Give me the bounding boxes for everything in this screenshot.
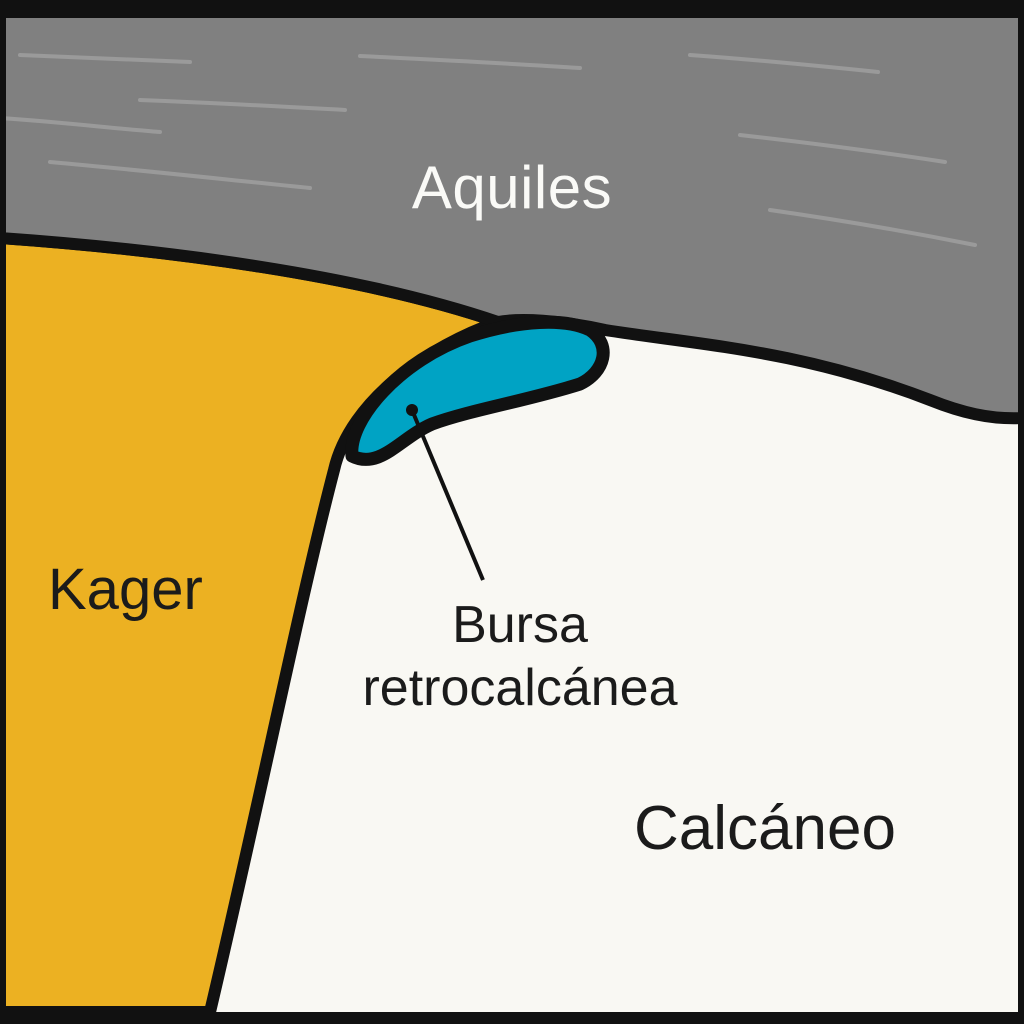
bursa-label: Bursa retrocalcánea: [290, 594, 750, 721]
tendon-fiber: [768, 208, 977, 247]
tendon-fiber: [138, 98, 347, 112]
tendon-fiber: [358, 54, 582, 70]
retrocalcaneal-bursa: [345, 315, 610, 466]
bursa-label-line2: retrocalcánea: [362, 659, 678, 718]
achilles-label: Aquiles: [411, 154, 613, 221]
bursa-leader-line: [410, 409, 485, 581]
tendon-fiber: [738, 133, 947, 164]
kager-label: Kager: [48, 557, 203, 622]
bursa-label-line1: Bursa: [452, 596, 588, 654]
tendon-fiber: [0, 116, 162, 134]
tendon-fibers: [0, 53, 977, 247]
calcaneus-label: Calcáneo: [634, 794, 896, 863]
tendon-fiber: [18, 53, 192, 64]
bursa-leader-dot: [406, 404, 418, 416]
tendon-fiber: [48, 160, 312, 190]
tendon-fiber: [688, 53, 880, 74]
